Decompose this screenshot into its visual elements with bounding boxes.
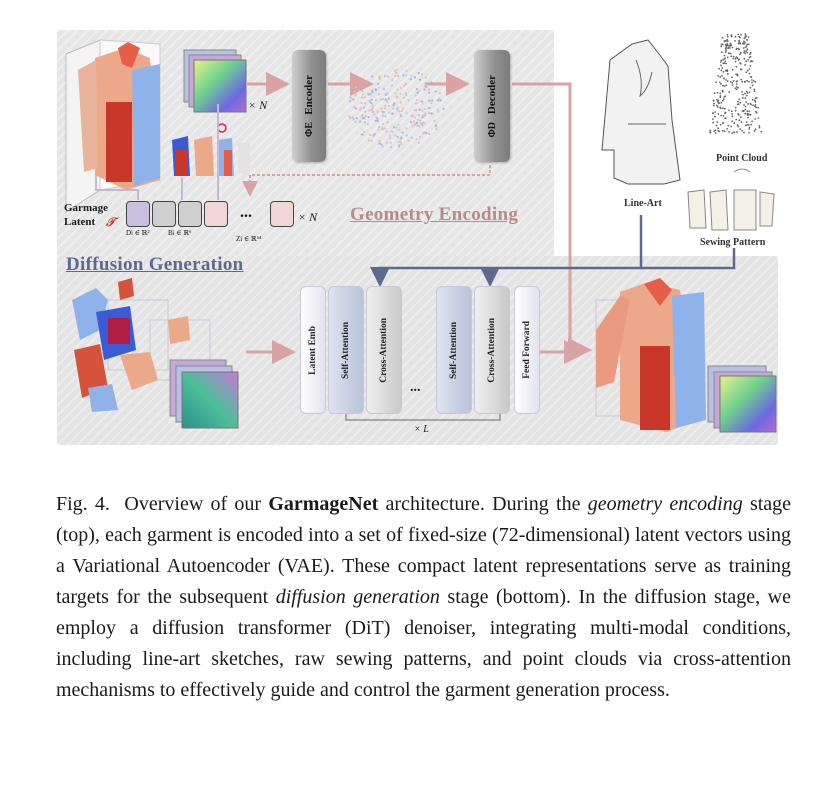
encoder-label: Encoder <box>303 74 315 115</box>
garment-3d-render <box>65 39 161 213</box>
times-l: × L <box>414 424 429 435</box>
garmage-latent-line2: Latent <box>64 216 96 228</box>
figure-caption: Fig. 4. Overview of our GarmageNet archi… <box>56 493 792 701</box>
decoder-block: Decoder ΦD <box>474 50 510 162</box>
latent-z-caption: Zi ∈ ℝ⁶⁴ <box>236 235 262 243</box>
latent-b-box-2 <box>178 201 202 227</box>
dit-self-attention-2: Self-Attention <box>436 286 472 414</box>
caption-fig-label: Fig. 4. <box>56 493 110 515</box>
geometry-encoding-title: Geometry Encoding <box>350 204 519 225</box>
garmage-latent-symbol: 𝒯 <box>106 215 116 229</box>
times-n-latent: × N <box>298 210 318 224</box>
line-art-dress <box>601 39 681 185</box>
latent-point-cloud <box>348 68 445 149</box>
encoder-symbol: ΦE <box>303 122 315 138</box>
dit-latent-emb: Latent Emb <box>300 286 326 414</box>
noisy-garment-render <box>72 278 211 412</box>
latent-z-box-1 <box>204 201 228 227</box>
caption-model-name: GarmageNet <box>268 493 379 515</box>
uv-map-stack-top <box>183 49 247 113</box>
latent-d-box <box>126 201 150 227</box>
latent-d-caption: Di ∈ ℝ² <box>126 229 150 237</box>
line-art-label: Line-Art <box>624 198 662 209</box>
point-cloud-dress <box>709 33 763 135</box>
diffusion-generation-title: Diffusion Generation <box>66 254 244 275</box>
dit-feed-forward: Feed Forward <box>514 286 540 414</box>
decoder-label: Decoder <box>486 74 498 114</box>
garmage-latent-line1: Garmage <box>64 202 108 214</box>
latent-ellipsis: ... <box>240 204 252 221</box>
generated-garment-render <box>595 278 777 433</box>
dit-cross-attention-1: Cross-Attention <box>366 286 402 414</box>
dit-ellipsis: ... <box>410 380 421 395</box>
latent-b-caption: Bi ∈ ℝ⁶ <box>168 229 192 237</box>
sewing-pattern-label: Sewing Pattern <box>700 237 766 248</box>
dit-self-attention-1: Self-Attention <box>328 286 364 414</box>
latent-z-box-2 <box>270 201 294 227</box>
figure-graphics <box>65 33 777 433</box>
encoder-block: Encoder ΦE <box>292 50 326 162</box>
sewing-pieces-top <box>172 123 250 176</box>
uv-map-stack-noisy <box>169 359 239 429</box>
latent-b-box-1 <box>152 201 176 227</box>
sewing-pattern-pieces <box>687 168 775 231</box>
decoder-symbol: ΦD <box>486 121 498 138</box>
times-n-top: × N <box>248 98 268 112</box>
architecture-figure: Encoder ΦE Decoder ΦD × N Garmage Latent… <box>57 30 778 445</box>
dit-cross-attention-2: Cross-Attention <box>474 286 510 414</box>
point-cloud-label: Point Cloud <box>716 153 768 164</box>
